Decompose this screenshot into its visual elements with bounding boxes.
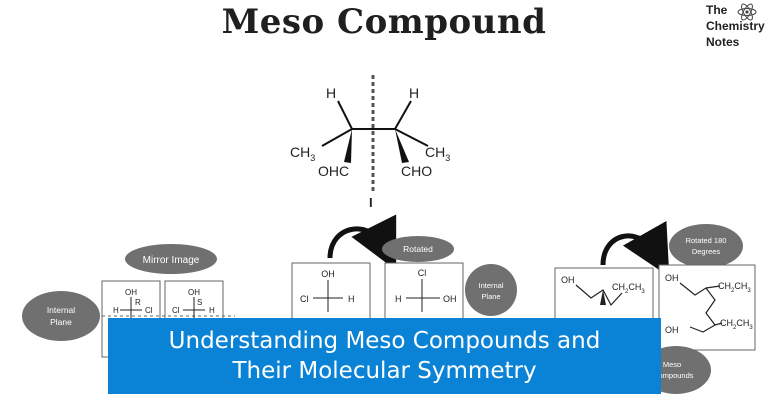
cho-right-label: CHO	[401, 163, 432, 179]
logo-line-2: Chemistry	[706, 19, 765, 33]
internal-plane-right-line2: Plane	[481, 292, 500, 301]
wedge-bond-left	[344, 129, 352, 163]
internal-plane-bubble-right	[465, 264, 517, 316]
fischer-mid-b-right: OH	[443, 294, 457, 304]
fischer-mid-a-right: H	[348, 294, 355, 304]
fischer-mid-b-top: Cl	[418, 268, 427, 278]
logo-line-3: Notes	[706, 35, 740, 49]
atom-icon	[737, 3, 757, 21]
cho-left-label: OHC	[318, 163, 349, 179]
internal-plane-left-line1: Internal	[47, 305, 75, 315]
skeletal-box-b	[658, 264, 756, 351]
ch3-right-label: CH	[425, 144, 445, 160]
rotated-180-bubble	[669, 224, 743, 268]
logo-line-1: The	[706, 3, 728, 17]
banner-line-1: Understanding Meso Compounds and	[168, 328, 601, 354]
skeletal-a-oh: OH	[561, 275, 575, 285]
fischer-a-stereo: R	[135, 298, 141, 307]
rotated-label: Rotated	[403, 244, 433, 254]
meso-compounds-line1: Meso	[663, 360, 681, 369]
fischer-b-stereo: S	[197, 298, 202, 307]
h-label-left: H	[326, 85, 336, 101]
wedge-bond-right	[395, 129, 409, 163]
bond-ch3-right	[394, 128, 429, 147]
internal-plane-bubble-left	[22, 291, 100, 341]
mirror-image-bubble	[125, 244, 217, 274]
skeletal-b-bot-ch2: CH	[720, 318, 733, 328]
rotate-arrow-right	[600, 220, 670, 277]
banner-line-2: Their Molecular Symmetry	[232, 358, 537, 384]
page-title: Meso Compound	[221, 2, 547, 42]
internal-plane-right-line1: Internal	[478, 281, 503, 290]
bond-h-left	[337, 100, 353, 130]
fischer-mid-b-left: H	[395, 294, 402, 304]
fischer-mid-a-left: Cl	[300, 294, 309, 304]
skeletal-b-top-ch2-sub: 2	[731, 288, 735, 294]
headline-banner: Understanding Meso Compounds and Their M…	[108, 318, 661, 394]
fischer-rotated-group: Rotated OH Cl H Cl H OH Internal Plane	[291, 214, 517, 324]
structure-numeral: I	[369, 195, 373, 210]
fischer-box-mid-a	[291, 262, 371, 324]
fischer-a-right: Cl	[145, 306, 153, 315]
svg-text:CH2CH3: CH2CH3	[718, 281, 751, 294]
fischer-b-right: H	[209, 306, 215, 315]
ch3-left-label: CH	[290, 144, 310, 160]
skeletal-a-ch3: CH	[628, 282, 641, 292]
skeletal-a-ch2-sub: 2	[625, 289, 629, 295]
rotate-arrow-middle	[327, 214, 397, 271]
skeletal-b-top-ch2: CH	[718, 281, 731, 291]
skeletal-b-oh-top: OH	[665, 273, 679, 283]
svg-text:CH3: CH3	[290, 144, 315, 163]
fischer-a-left: H	[113, 306, 119, 315]
skeletal-a-ch3-sub: 3	[641, 289, 645, 295]
meso-molecule-structure: H H CH3 CH3 OHC CHO I	[290, 75, 450, 210]
h-label-right: H	[409, 85, 419, 101]
rotated-bubble	[382, 236, 454, 262]
skeletal-b-bot-ch2-sub: 2	[733, 325, 737, 331]
bond-h-right	[394, 100, 412, 130]
fischer-box-mid-b	[384, 262, 464, 324]
ch3-left-subscript: 3	[310, 153, 315, 163]
svg-text:CH2CH3: CH2CH3	[612, 282, 645, 295]
fischer-b-left: Cl	[172, 306, 180, 315]
ch3-right-subscript: 3	[445, 153, 450, 163]
skeletal-b-top-ch3-sub: 3	[747, 288, 751, 294]
svg-text:CH3: CH3	[425, 144, 450, 163]
skeletal-b-bot-ch3: CH	[736, 318, 749, 328]
bond-ch3-left	[321, 128, 353, 147]
skeletal-b-top-ch3: CH	[734, 281, 747, 291]
fischer-mid-a-top: OH	[321, 269, 335, 279]
meso-compounds-line2: ompounds	[658, 371, 693, 380]
svg-text:CH2CH3: CH2CH3	[720, 318, 753, 331]
internal-plane-left-line2: Plane	[50, 317, 72, 327]
fischer-b-top: OH	[188, 288, 200, 297]
skeletal-b-oh-bottom: OH	[665, 325, 679, 335]
fischer-a-top: OH	[125, 288, 137, 297]
skeletal-a-ch2: CH	[612, 282, 625, 292]
brand-logo: The Chemistry Notes	[706, 2, 768, 52]
skeletal-b-bot-ch3-sub: 3	[749, 325, 753, 331]
rotated-180-line1: Rotated 180	[686, 236, 727, 245]
mirror-image-label: Mirror Image	[143, 255, 200, 266]
rotated-180-line2: Degrees	[692, 247, 721, 256]
